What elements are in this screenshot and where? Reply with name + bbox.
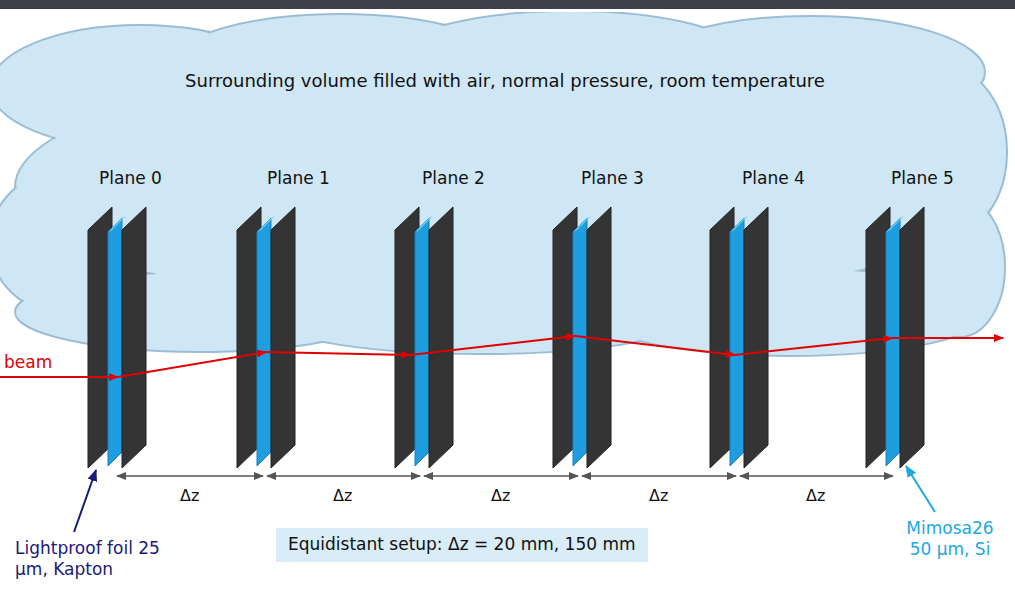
beam-track bbox=[575, 336, 735, 355]
kapton-foil bbox=[122, 207, 146, 468]
mimosa26-sensor bbox=[415, 218, 429, 466]
detector-plane bbox=[395, 207, 453, 468]
dimension-arrow bbox=[582, 475, 736, 477]
plane-label: Plane 0 bbox=[99, 168, 162, 189]
setup-box: Equidistant setup: Δz = 20 mm, 150 mm bbox=[276, 528, 648, 562]
dimension-label: Δz bbox=[491, 486, 510, 506]
dimension-label: Δz bbox=[180, 486, 199, 506]
dimension-arrow bbox=[267, 475, 420, 477]
dimension-label: Δz bbox=[806, 486, 825, 506]
beam-label: beam bbox=[4, 352, 52, 373]
kapton-foil bbox=[744, 207, 768, 468]
plane-label: Plane 4 bbox=[742, 168, 805, 189]
header-bar bbox=[0, 0, 1015, 9]
kapton-foil bbox=[429, 207, 453, 468]
plane-label: Plane 5 bbox=[891, 168, 954, 189]
beam-track bbox=[735, 338, 892, 355]
mimosa26-sensor bbox=[257, 218, 271, 466]
mimosa26-sensor bbox=[730, 218, 744, 466]
mimosa26-sensor bbox=[108, 218, 122, 466]
foil-label: Lightproof foil 25 μm, Kapton bbox=[15, 538, 165, 581]
beam-track bbox=[0, 376, 118, 378]
cloud-outline bbox=[0, 12, 1007, 356]
cloud-fill bbox=[0, 13, 1006, 355]
beam-track bbox=[410, 336, 575, 355]
dimension-label: Δz bbox=[333, 486, 352, 506]
cloud-lobe bbox=[917, 199, 1004, 336]
mimosa26-sensor bbox=[886, 218, 900, 466]
beam-track bbox=[892, 337, 1003, 339]
plane-label: Plane 2 bbox=[422, 168, 485, 189]
detector-plane bbox=[710, 207, 768, 468]
cloud-text: Surrounding volume filled with air, norm… bbox=[185, 70, 825, 93]
leader-line bbox=[906, 466, 935, 512]
plane-label: Plane 3 bbox=[581, 168, 644, 189]
setup-text: Equidistant setup: Δz = 20 mm, 150 mm bbox=[276, 528, 648, 561]
dimension-arrow bbox=[424, 475, 578, 477]
mimosa26-sensor bbox=[573, 218, 587, 466]
leader-line bbox=[74, 470, 96, 532]
plane-label: Plane 1 bbox=[267, 168, 330, 189]
detector-plane bbox=[88, 207, 146, 468]
dimension-arrow bbox=[117, 475, 263, 477]
dimension-label: Δz bbox=[649, 486, 668, 506]
dimension-arrow bbox=[740, 475, 893, 477]
kapton-foil bbox=[271, 207, 295, 468]
beam-track bbox=[118, 352, 266, 377]
beam-track bbox=[266, 352, 410, 355]
sensor-label: Mimosa26 50 μm, Si bbox=[900, 518, 1000, 561]
detector-plane bbox=[237, 207, 295, 468]
